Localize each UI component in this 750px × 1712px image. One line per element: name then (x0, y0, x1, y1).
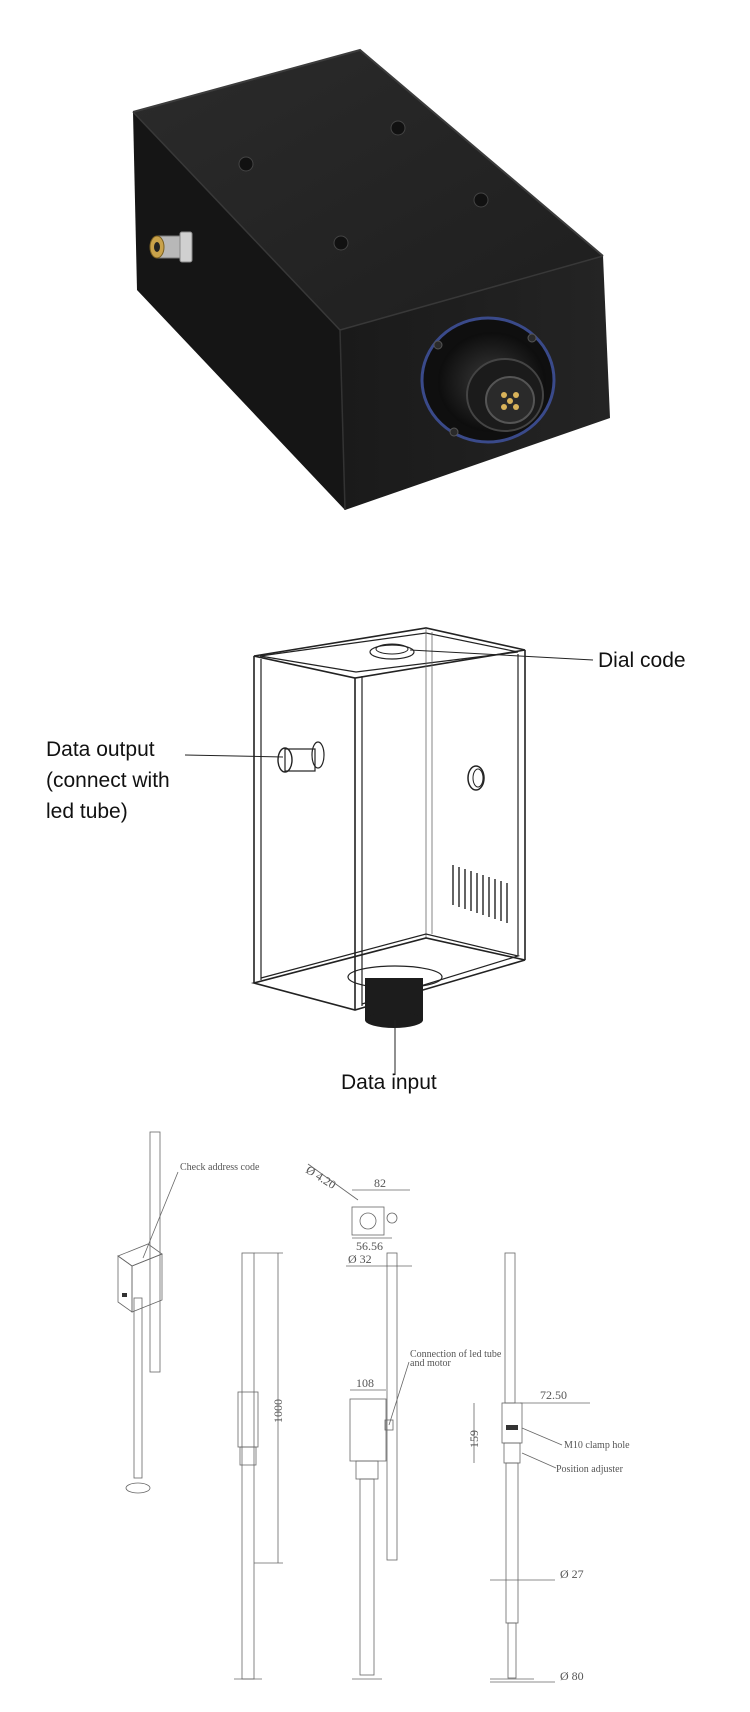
pole-front-view: 1000 (234, 1252, 285, 1680)
wireframe-diagram: Dial code Data output (connect with led … (0, 520, 750, 1080)
connector-icon (149, 231, 193, 263)
check-address-label: Check address code (180, 1162, 260, 1173)
pole-perspective-view: Check address code (117, 1131, 260, 1494)
wireframe-box (250, 627, 526, 1028)
controller-box-photo (132, 48, 610, 511)
dim-7250: 72.50 (540, 1388, 567, 1402)
pole-side-view: Ø 32 108 Connection of led tube and moto… (346, 1252, 502, 1680)
dim-108: 108 (356, 1376, 374, 1390)
dial-code-label: Dial code (598, 649, 686, 672)
top-view: Ø 4.20 82 56.56 (303, 1163, 410, 1253)
dim-diameter-420: Ø 4.20 (303, 1163, 338, 1192)
product-photo (0, 0, 750, 520)
data-input-callout: Data input (0, 1060, 750, 1100)
data-output-label-1: Data output (46, 738, 155, 761)
dim-1000: 1000 (271, 1399, 285, 1423)
position-adjuster-label: Position adjuster (556, 1464, 624, 1475)
pole-profile-view: 72.50 159 M10 clamp hole Position adjust… (467, 1252, 630, 1683)
dim-82: 82 (374, 1176, 386, 1190)
data-input-label: Data input (341, 1071, 437, 1094)
dim-5656: 56.56 (356, 1239, 383, 1253)
m10-clamp-label: M10 clamp hole (564, 1440, 630, 1451)
connection-note-1: Connection of led tube (410, 1349, 502, 1360)
screw-icon (238, 120, 489, 251)
dim-diameter-80: Ø 80 (560, 1669, 584, 1683)
dim-159: 159 (467, 1430, 481, 1448)
data-output-label-3: led tube) (46, 800, 128, 823)
dim-diameter-32: Ø 32 (348, 1252, 372, 1266)
data-output-label-2: (connect with (46, 769, 170, 792)
dimension-drawing: Check address code 1000 Ø 4.20 82 56.56 (0, 1080, 750, 1712)
connection-note-2: and motor (410, 1358, 451, 1369)
dim-diameter-27: Ø 27 (560, 1567, 584, 1581)
connector-icon (420, 316, 556, 444)
